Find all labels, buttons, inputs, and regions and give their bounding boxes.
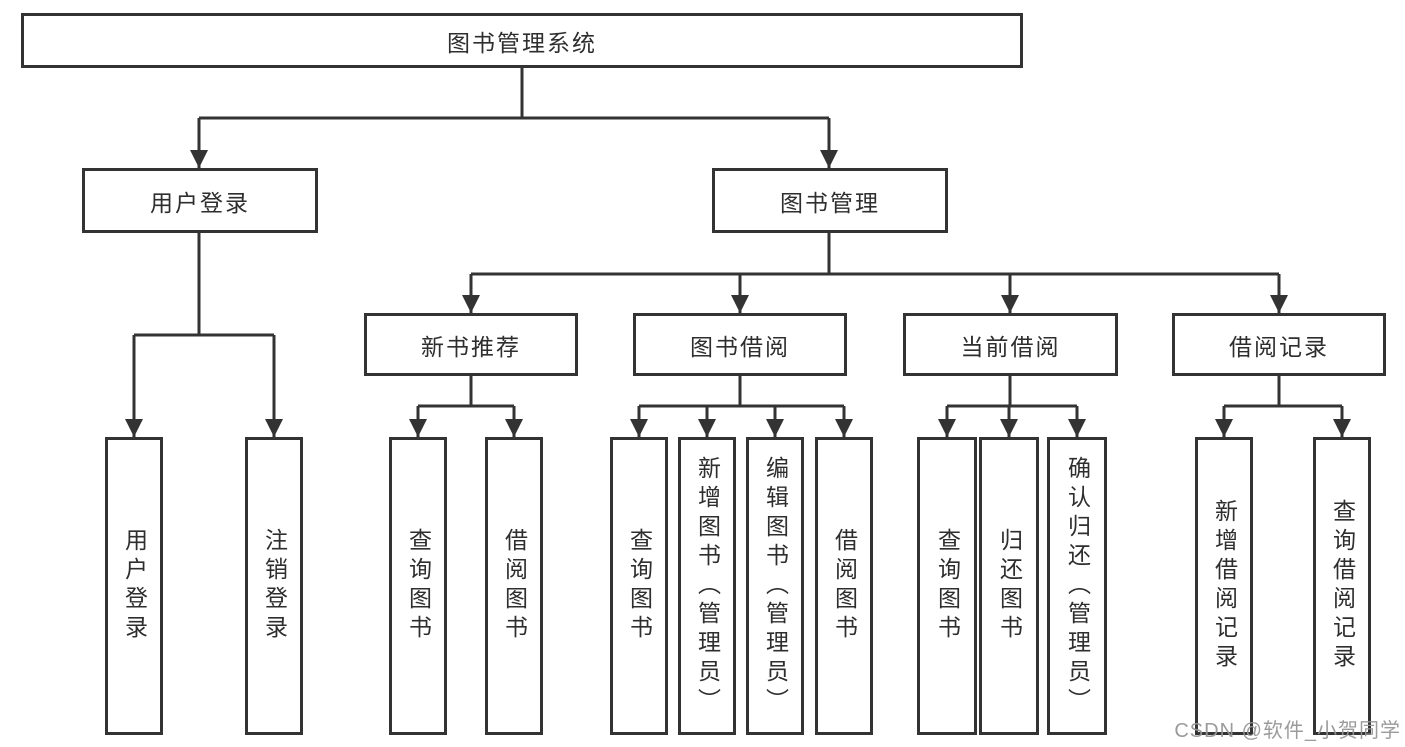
node-user-login: 用户登录	[82, 168, 318, 233]
node-current-borrow: 当前借阅	[903, 313, 1118, 376]
leaf-nbr-query-book: 查询图书	[389, 437, 447, 735]
leaf-cb-confirm-return-admin: 确认归还（管理员）	[1047, 437, 1107, 735]
leaf-nbr-borrow-book: 借阅图书	[485, 437, 543, 735]
leaf-user-login: 用户登录	[105, 437, 163, 735]
node-book-management: 图书管理	[712, 168, 948, 233]
leaf-cb-return-book: 归还图书	[979, 437, 1039, 735]
leaf-cb-query-book: 查询图书	[917, 437, 977, 735]
leaf-br-query-record: 查询借阅记录	[1313, 437, 1371, 735]
leaf-logout: 注销登录	[245, 437, 303, 735]
leaf-bb-borrow-book: 借阅图书	[815, 437, 873, 735]
node-new-book-recommend: 新书推荐	[364, 313, 578, 376]
node-borrow-records: 借阅记录	[1172, 313, 1386, 376]
node-book-borrow: 图书借阅	[633, 313, 847, 376]
leaf-bb-add-book-admin: 新增图书（管理员）	[678, 437, 736, 735]
node-root-system: 图书管理系统	[21, 13, 1023, 68]
leaf-bb-edit-book-admin: 编辑图书（管理员）	[746, 437, 804, 735]
leaf-br-add-record: 新增借阅记录	[1195, 437, 1253, 735]
leaf-bb-query-book: 查询图书	[610, 437, 668, 735]
